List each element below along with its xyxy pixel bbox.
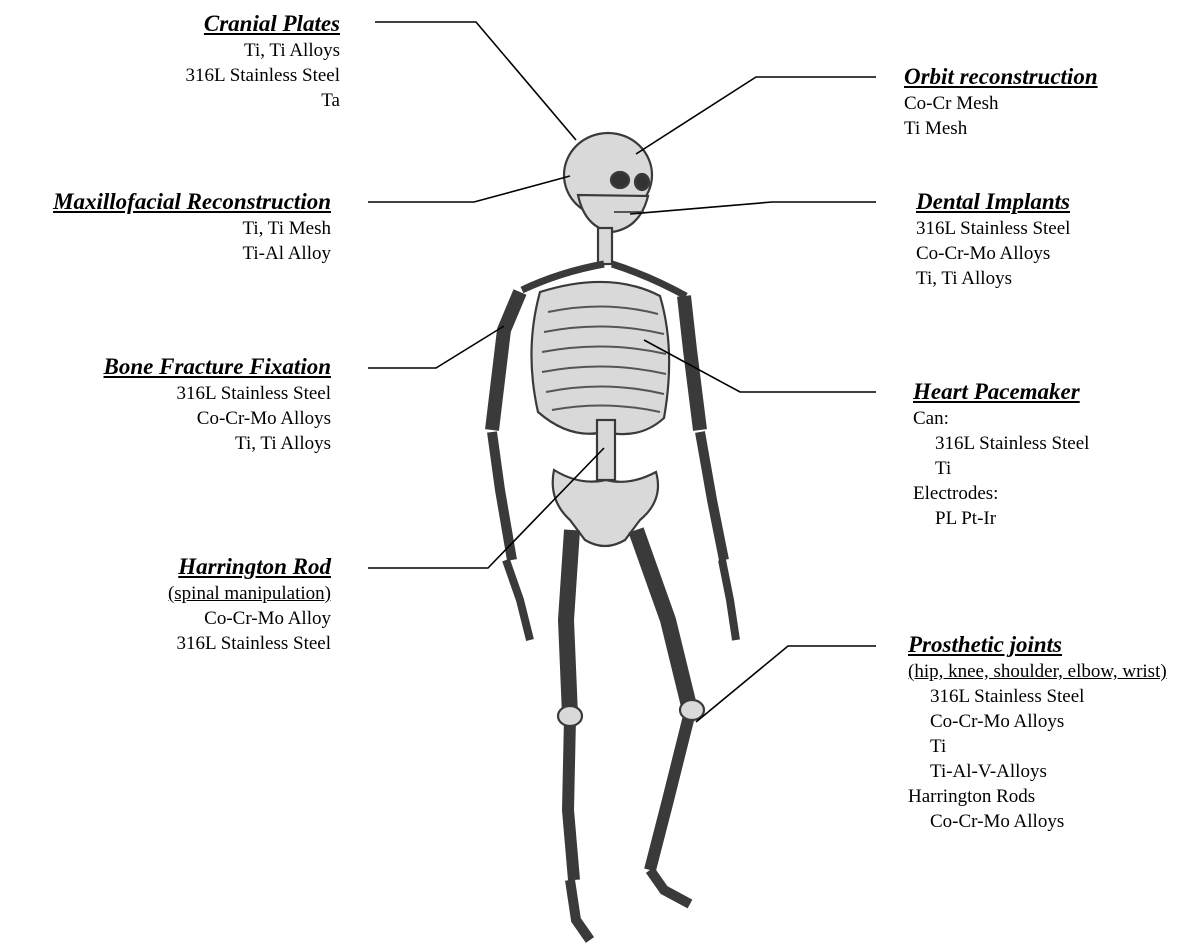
label-prosthetic-title: Prosthetic joints — [908, 631, 1167, 659]
label-orbit-title: Orbit reconstruction — [904, 63, 1098, 91]
label-orbit-line: Ti Mesh — [904, 116, 1098, 141]
label-prosthetic-line: Harrington Rods — [908, 784, 1167, 809]
leader-orbit — [636, 77, 876, 154]
label-prosthetic-line: Co-Cr-Mo Alloys — [908, 809, 1167, 834]
label-maxillofacial-line: Ti-Al Alloy — [53, 241, 331, 266]
label-dental-title: Dental Implants — [916, 188, 1070, 216]
label-prosthetic-line: Ti-Al-V-Alloys — [908, 759, 1167, 784]
femur-right — [636, 530, 690, 710]
label-cranial-line: 316L Stainless Steel — [186, 63, 340, 88]
label-harrington-title: Harrington Rod — [168, 553, 331, 581]
label-harrington-subtitle: (spinal manipulation) — [168, 581, 331, 606]
label-cranial-title: Cranial Plates — [186, 10, 340, 38]
forearm-right — [700, 432, 724, 560]
label-harrington-line: Co-Cr-Mo Alloy — [168, 606, 331, 631]
hand-right — [722, 560, 736, 640]
label-fracture-line: 316L Stainless Steel — [104, 381, 331, 406]
foot-left — [570, 880, 590, 940]
forearm-left — [492, 432, 512, 560]
leader-maxillofacial — [368, 176, 570, 202]
leader-dental — [630, 202, 876, 214]
label-pacemaker-line: Ti — [913, 456, 1089, 481]
foot-right — [650, 870, 690, 904]
tibia-left — [568, 718, 574, 880]
hand-left — [506, 560, 530, 640]
tibia-right — [650, 712, 690, 870]
upper-arm-left — [492, 292, 520, 430]
cervical-spine — [598, 228, 612, 264]
label-fracture-line: Co-Cr-Mo Alloys — [104, 406, 331, 431]
label-harrington: Harrington Rod (spinal manipulation) Co-… — [168, 553, 331, 656]
label-pacemaker-line: PL Pt-Ir — [913, 506, 1089, 531]
leader-cranial — [375, 22, 576, 140]
eye-socket-left — [611, 172, 629, 188]
label-prosthetic-line: 316L Stainless Steel — [908, 684, 1167, 709]
label-dental: Dental Implants 316L Stainless Steel Co-… — [916, 188, 1070, 291]
label-fracture-line: Ti, Ti Alloys — [104, 431, 331, 456]
lumbar-spine — [597, 420, 615, 480]
label-pacemaker: Heart Pacemaker Can: 316L Stainless Stee… — [913, 378, 1089, 531]
leader-prosthetic — [696, 646, 876, 722]
leader-pacemaker — [644, 340, 876, 392]
label-maxillofacial: Maxillofacial Reconstruction Ti, Ti Mesh… — [53, 188, 331, 266]
label-harrington-line: 316L Stainless Steel — [168, 631, 331, 656]
label-pacemaker-line: Electrodes: — [913, 481, 1089, 506]
label-cranial-line: Ti, Ti Alloys — [186, 38, 340, 63]
label-prosthetic-line: Co-Cr-Mo Alloys — [908, 709, 1167, 734]
label-fracture-title: Bone Fracture Fixation — [104, 353, 331, 381]
label-dental-line: Ti, Ti Alloys — [916, 266, 1070, 291]
eye-socket-right — [635, 174, 649, 190]
rib-cage — [531, 282, 669, 434]
label-pacemaker-line: Can: — [913, 406, 1089, 431]
label-prosthetic-subtitle: (hip, knee, shoulder, elbow, wrist) — [908, 659, 1167, 684]
label-pacemaker-title: Heart Pacemaker — [913, 378, 1089, 406]
skeleton-figure — [492, 133, 736, 940]
label-prosthetic: Prosthetic joints (hip, knee, shoulder, … — [908, 631, 1167, 834]
label-dental-line: 316L Stainless Steel — [916, 216, 1070, 241]
label-prosthetic-line: Ti — [908, 734, 1167, 759]
knee-left — [558, 706, 582, 726]
leader-fracture — [368, 326, 504, 368]
label-orbit: Orbit reconstruction Co-Cr Mesh Ti Mesh — [904, 63, 1098, 141]
label-pacemaker-line: 316L Stainless Steel — [913, 431, 1089, 456]
label-orbit-line: Co-Cr Mesh — [904, 91, 1098, 116]
label-fracture: Bone Fracture Fixation 316L Stainless St… — [104, 353, 331, 456]
label-cranial-line: Ta — [186, 88, 340, 113]
label-maxillofacial-line: Ti, Ti Mesh — [53, 216, 331, 241]
label-dental-line: Co-Cr-Mo Alloys — [916, 241, 1070, 266]
label-maxillofacial-title: Maxillofacial Reconstruction — [53, 188, 331, 216]
label-cranial: Cranial Plates Ti, Ti Alloys 316L Stainl… — [186, 10, 340, 113]
femur-left — [566, 530, 572, 715]
knee-right — [680, 700, 704, 720]
